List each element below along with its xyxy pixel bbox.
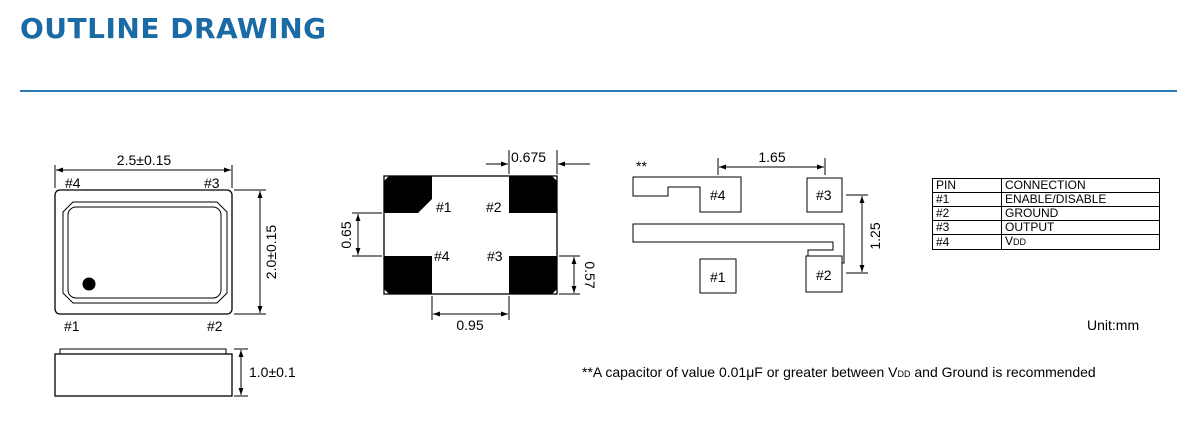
note-text-before: **A capacitor of value 0.01μF or greater… xyxy=(582,364,898,380)
bottom-view-pin1-label: #1 xyxy=(436,199,452,215)
side-view-height-label: 1.0±0.1 xyxy=(249,364,296,380)
bottom-view-pin3-label: #3 xyxy=(487,248,503,264)
land-pad2-label: #2 xyxy=(816,267,832,283)
table-header-pin: PIN xyxy=(932,178,1002,193)
pin-connection-table: PIN CONNECTION #1 ENABLE/DISABLE #2 GROU… xyxy=(932,178,1160,250)
land-pad-4-trace xyxy=(632,176,742,213)
land-pattern-top-label: 1.65 xyxy=(758,149,785,165)
unit-label: Unit:mm xyxy=(1087,317,1140,333)
bottom-view-pad-3 xyxy=(509,256,557,294)
side-view: 1.0±0.1 xyxy=(54,348,296,397)
land-pad1-label: #1 xyxy=(710,269,726,285)
bottom-view-pad-4 xyxy=(384,256,432,294)
side-view-body xyxy=(54,353,233,397)
pin1-indicator-dot xyxy=(82,277,96,291)
vdd-main-text: V xyxy=(1005,234,1014,248)
land-pad3-label: #3 xyxy=(816,187,832,203)
land-pattern-marker: ** xyxy=(636,158,647,174)
bottom-view-pin2-label: #2 xyxy=(486,199,502,215)
table-cell-pin: #1 xyxy=(932,192,1002,207)
note-text-after: and Ground is recommended xyxy=(910,364,1096,380)
bottom-view-pin4-label: #4 xyxy=(434,248,450,264)
bottom-view-pad-1 xyxy=(384,176,432,213)
table-cell-pin: #3 xyxy=(932,220,1002,235)
top-view-height-label: 2.0±0.15 xyxy=(263,225,279,280)
land-pad-3 xyxy=(806,177,843,213)
top-view-pin3-label: #3 xyxy=(204,175,220,191)
top-view-pin2-label: #2 xyxy=(207,318,223,334)
land-pad-2 xyxy=(805,255,843,293)
bottom-view-bottom-label: 0.95 xyxy=(456,317,483,333)
table-cell-pin: #4 xyxy=(932,234,1002,250)
table-row: #4 VDD xyxy=(932,234,1160,250)
bottom-view-top-label: 0.675 xyxy=(511,149,546,165)
note-text-sub: DD xyxy=(897,369,911,379)
top-view-pin1-label: #1 xyxy=(64,318,80,334)
land-pad-1 xyxy=(699,258,737,294)
land-pad4-label: #4 xyxy=(710,187,726,203)
bottom-view-right-label: 0.57 xyxy=(582,261,598,288)
land-pattern: ** #4 #3 #1 #2 1.65 1.25 xyxy=(632,149,883,294)
top-view-lid-inner xyxy=(67,206,222,299)
bottom-view: #1 #2 #4 #3 0.675 0.65 0.57 0.95 xyxy=(338,149,598,333)
top-view-width-label: 2.5±0.15 xyxy=(117,152,172,168)
side-view-lid xyxy=(59,348,227,355)
vdd-sub-text: DD xyxy=(1013,237,1027,247)
capacitor-note: **A capacitor of value 0.01μF or greater… xyxy=(582,364,1096,380)
top-view-pin4-label: #4 xyxy=(65,175,81,191)
table-cell-connection: ENABLE/DISABLE xyxy=(1001,192,1160,207)
top-view-lid-outer xyxy=(62,201,228,304)
page-title: OUTLINE DRAWING xyxy=(20,12,327,45)
bottom-view-left-label: 0.65 xyxy=(338,221,354,248)
top-view-package xyxy=(54,189,233,315)
table-header-connection: CONNECTION xyxy=(1001,178,1160,193)
table-header-row: PIN CONNECTION xyxy=(932,178,1160,193)
bottom-view-pad-2 xyxy=(509,176,557,213)
table-cell-connection: VDD xyxy=(1001,234,1160,250)
land-pattern-right-label: 1.25 xyxy=(867,222,883,249)
title-rule xyxy=(20,90,1177,92)
table-row: #3 OUTPUT xyxy=(932,220,1160,235)
table-row: #1 ENABLE/DISABLE xyxy=(932,192,1160,207)
table-cell-connection: OUTPUT xyxy=(1001,220,1160,235)
table-cell-connection: GROUND xyxy=(1001,206,1160,221)
table-row: #2 GROUND xyxy=(932,206,1160,221)
top-view: 2.5±0.15 2.0±0.15 #4 #3 #1 #2 xyxy=(54,152,279,334)
table-cell-pin: #2 xyxy=(932,206,1002,221)
